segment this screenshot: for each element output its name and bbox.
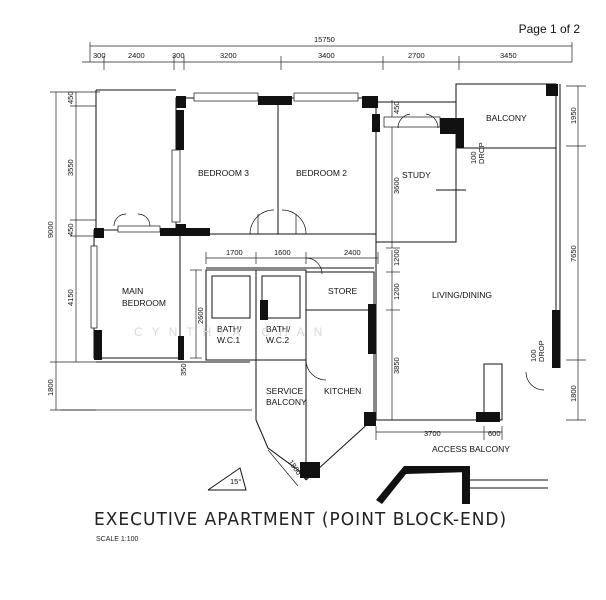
dim-left-450b: 450: [66, 223, 75, 236]
dim-mid-3850: 3850: [392, 357, 401, 374]
living-drop-line1: 100: [529, 349, 538, 362]
dimension-labels: 15750 300 2400 300 3200 3400 2700 3450 4…: [46, 35, 578, 486]
dim-top-300a: 300: [93, 51, 106, 60]
dim-left-450a: 450: [66, 91, 75, 104]
access-balcony-label: ACCESS BALCONY: [432, 444, 510, 454]
main-bedroom-label-line1: MAIN: [122, 286, 143, 296]
room-labels: BEDROOM 3 BEDROOM 2 STUDY BALCONY MAIN B…: [122, 113, 527, 454]
windows: [90, 92, 441, 329]
dim-study-3600: 3600: [392, 177, 401, 194]
dim-study-450: 450: [392, 101, 401, 114]
dim-right-7650: 7650: [569, 245, 578, 262]
scale-label: SCALE 1:100: [96, 536, 139, 543]
dim-right-1950: 1950: [569, 107, 578, 124]
bedroom-2-label: BEDROOM 2: [296, 168, 347, 178]
main-bedroom-label-line2: BEDROOM: [122, 298, 166, 308]
dim-bottom-3700: 3700: [424, 429, 441, 438]
dim-bottom-600: 600: [488, 429, 501, 438]
living-dining-label: LIVING/DINING: [432, 290, 492, 300]
watermark: CYNTHIA CHAN: [134, 325, 331, 339]
bath-wc2-label-line2: W.C.2: [266, 335, 289, 345]
dim-h-1600: 1600: [274, 248, 291, 257]
dim-right-1800: 1800: [569, 385, 578, 402]
dim-left-3550: 3550: [66, 159, 75, 176]
dim-top-300b: 300: [172, 51, 185, 60]
study-label: STUDY: [402, 170, 431, 180]
dim-bath-2600: 2600: [196, 307, 205, 324]
balcony-drop-line2: DROP: [477, 142, 486, 164]
dim-top-3400: 3400: [318, 51, 335, 60]
dim-left-4150: 4150: [66, 289, 75, 306]
store-label: STORE: [328, 286, 357, 296]
kitchen-label: KITCHEN: [324, 386, 361, 396]
dim-mid-1200b: 1200: [392, 283, 401, 300]
dim-top-2700: 2700: [408, 51, 425, 60]
dim-h-1700: 1700: [226, 248, 243, 257]
dim-overall-width: 15750: [314, 35, 335, 44]
bedroom-3-label: BEDROOM 3: [198, 168, 249, 178]
bath-wc2-label-line1: BATH/: [266, 324, 291, 334]
dim-top-2400: 2400: [128, 51, 145, 60]
dim-left-1800: 1800: [46, 379, 55, 396]
dim-top-3450: 3450: [500, 51, 517, 60]
plan-title: EXECUTIVE APARTMENT (POINT BLOCK-END): [94, 509, 508, 531]
bath-wc1-label-line1: BATH/: [217, 324, 242, 334]
dim-left-9000: 9000: [46, 221, 55, 238]
living-drop-line2: DROP: [537, 340, 546, 362]
balcony-drop-line1: 100: [469, 151, 478, 164]
dim-h-2400: 2400: [344, 248, 361, 257]
bath-wc1-label-line2: W.C.1: [217, 335, 240, 345]
dimension-lines: [50, 42, 586, 487]
dim-bath-350: 350: [179, 363, 188, 376]
dim-mid-1200a: 1200: [392, 249, 401, 266]
thick-walls: [94, 84, 560, 504]
angle-label: 15°: [230, 477, 241, 486]
dim-top-3200: 3200: [220, 51, 237, 60]
service-balcony-label-line1: SERVICE: [266, 386, 303, 396]
service-balcony-label-line2: BALCONY: [266, 397, 307, 407]
balcony-label: BALCONY: [486, 113, 527, 123]
page-number-label: Page 1 of 2: [518, 22, 580, 36]
doors: [113, 113, 545, 391]
